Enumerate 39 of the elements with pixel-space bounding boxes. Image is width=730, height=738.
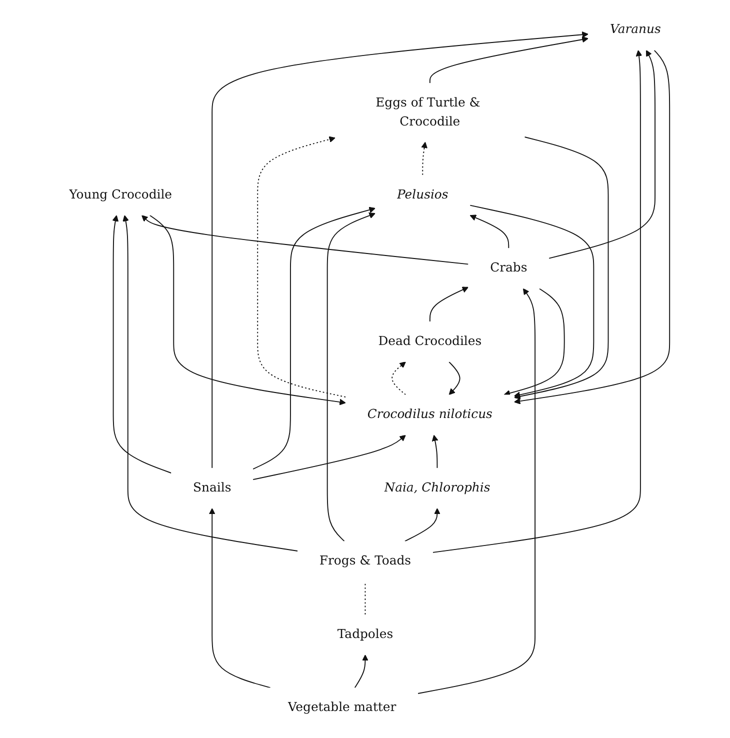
arrow <box>142 215 469 265</box>
node-text: Dead Crocodiles <box>378 334 482 348</box>
node-text: Vegetable matter <box>288 700 396 715</box>
node-text: Snails <box>193 480 232 495</box>
arrow <box>252 434 406 480</box>
arrow <box>470 204 594 398</box>
node-text: Pelusios <box>397 187 448 202</box>
arrow <box>212 31 588 468</box>
arrow <box>257 136 346 398</box>
arrow <box>326 212 376 542</box>
arrow <box>208 508 271 688</box>
arrow <box>354 654 368 688</box>
arrow <box>404 508 440 542</box>
arrow <box>429 36 588 84</box>
arrow <box>149 214 346 406</box>
arrow <box>392 362 406 396</box>
arrow <box>252 206 376 470</box>
arrow <box>429 286 469 322</box>
arrow <box>448 361 460 395</box>
node-text: Eggs of Turtle & Crocodile <box>376 95 480 129</box>
arrow <box>432 50 642 553</box>
arrow <box>470 214 510 249</box>
node-text: Tadpoles <box>337 626 394 642</box>
arrow <box>122 215 298 552</box>
node-text: Crabs <box>490 260 528 276</box>
arrow <box>514 50 670 404</box>
arrow <box>514 136 609 400</box>
node-text: Young Crocodile <box>69 187 172 202</box>
node-text: Varanus <box>610 22 661 37</box>
connector <box>364 581 366 615</box>
node-text: Crocodilus niloticus <box>367 407 492 422</box>
node-text: Frogs & Toads <box>319 554 412 568</box>
arrow <box>548 50 656 259</box>
arrow <box>418 288 536 694</box>
node-text: Naia, Chlorophis <box>384 480 490 495</box>
arrow <box>504 288 565 396</box>
arrow <box>112 215 172 474</box>
arrow <box>432 434 438 468</box>
arrow <box>421 142 428 176</box>
